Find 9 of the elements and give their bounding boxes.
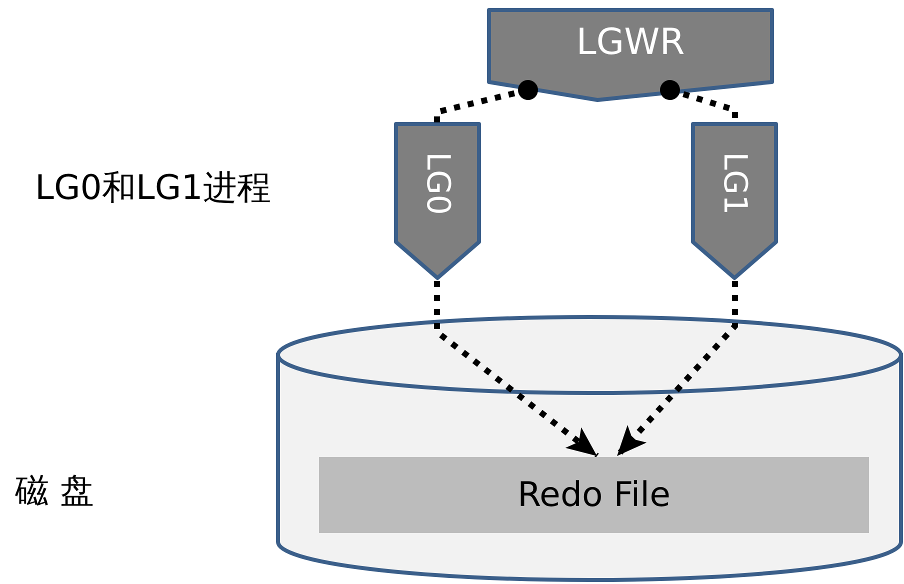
process-label: LG0 bbox=[418, 152, 458, 215]
group-label: LG0和LG1进程 bbox=[35, 167, 271, 210]
dotted-arrow bbox=[614, 281, 738, 458]
file-box: Redo File bbox=[319, 457, 869, 533]
dotted-arrow bbox=[434, 281, 599, 458]
dotted-connector bbox=[434, 80, 538, 124]
process-label: LG1 bbox=[716, 152, 754, 215]
process-label: LGWR bbox=[575, 22, 686, 63]
disk-label: 磁 盘 bbox=[15, 470, 94, 513]
